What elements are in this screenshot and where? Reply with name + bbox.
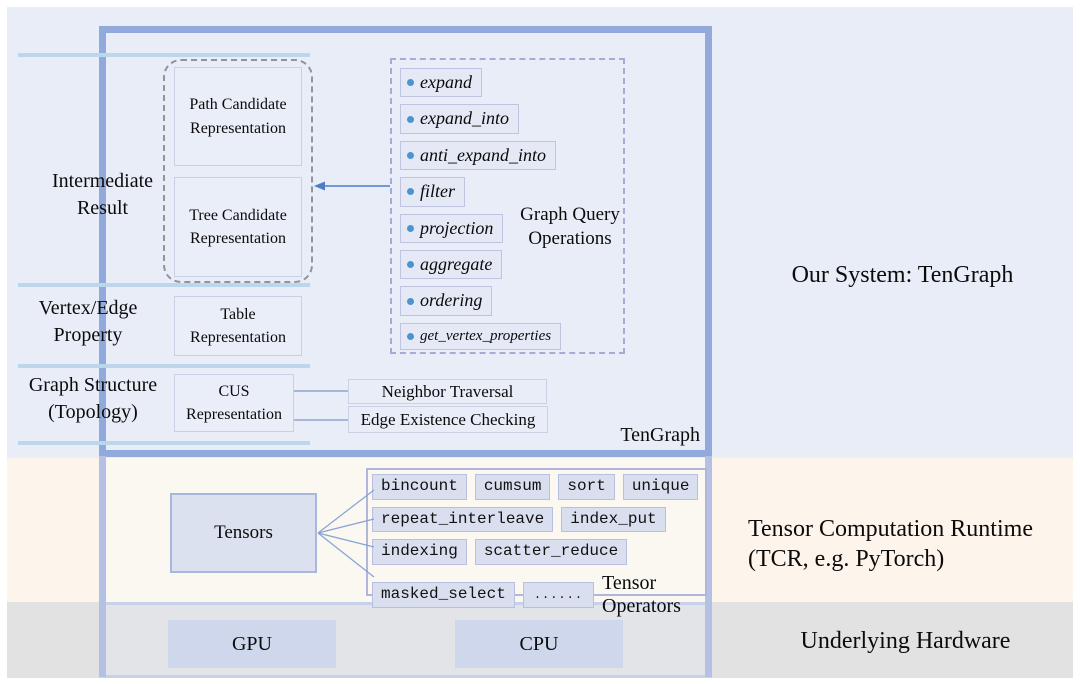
fan-lines: [317, 489, 375, 578]
row-label-graph-structure: Graph Structure (Topology): [28, 374, 158, 423]
op-sort: sort: [558, 474, 615, 500]
row-divider: [18, 53, 310, 57]
query-op-expand-into: expand_into: [400, 104, 519, 134]
left-border-strip: [99, 456, 106, 677]
tcr-layer-title: Tensor Computation Runtime (TCR, e.g. Py…: [748, 516, 1033, 572]
operator-row: masked_select ...... Tensor Operators: [372, 572, 704, 618]
cpu-box: CPU: [455, 620, 623, 668]
candidate-representations-group: [163, 59, 313, 283]
connector-lines: [294, 390, 348, 421]
op-bincount: bincount: [372, 474, 467, 500]
bullet-icon: [407, 297, 414, 305]
graph-query-operations-list: expand expand_into anti_expand_into filt…: [392, 60, 623, 351]
hardware-layer-title: Underlying Hardware: [800, 628, 1011, 654]
tensor-operators-rows: bincount cumsum sort unique repeat_inter…: [372, 474, 704, 618]
tensor-operators-label: Tensor Operators: [602, 571, 681, 617]
op-unique: unique: [622, 474, 699, 500]
bullet-icon: [407, 115, 414, 123]
query-op-filter: filter: [400, 177, 465, 207]
cus-representation-box: CUS Representation: [174, 374, 294, 432]
query-op-expand: expand: [400, 68, 482, 98]
graph-query-operations-group: [390, 58, 625, 354]
row-divider: [18, 364, 310, 368]
op-masked-select: masked_select: [372, 581, 515, 608]
edge-existence-checking-box: Edge Existence Checking: [348, 406, 548, 433]
bullet-icon: [407, 224, 414, 232]
graph-query-operations-title: Graph Query Operations: [520, 204, 620, 249]
op-index-put: index_put: [561, 506, 666, 533]
row-divider: [18, 441, 310, 445]
row-divider: [18, 283, 310, 287]
bullet-icon: [407, 332, 414, 340]
row-label-vertex-edge-property: Vertex/Edge Property: [38, 297, 138, 346]
bullet-icon: [407, 79, 414, 87]
query-op-aggregate: aggregate: [400, 249, 503, 280]
right-border-strip: [705, 456, 712, 677]
op-scatter-reduce: scatter_reduce: [474, 539, 628, 565]
system-layer-title: Our System: TenGraph: [791, 262, 1014, 288]
tengraph-box: [99, 26, 712, 457]
op-indexing: indexing: [372, 539, 467, 565]
operator-row: bincount cumsum sort unique: [372, 474, 704, 500]
row-label-intermediate-result: Intermediate Result: [51, 170, 154, 219]
query-op-get-vertex-properties: get_vertex_properties: [400, 322, 562, 351]
bullet-icon: [407, 188, 414, 196]
neighbor-traversal-box: Neighbor Traversal: [348, 379, 547, 404]
gpu-box: GPU: [168, 620, 336, 668]
path-candidate-representation-box: Path Candidate Representation: [174, 67, 302, 166]
arrow-icon: [314, 181, 390, 191]
table-representation-box: Table Representation: [174, 296, 302, 356]
tree-candidate-representation-box: Tree Candidate Representation: [174, 177, 302, 277]
query-op-anti-expand-into: anti_expand_into: [400, 140, 556, 171]
operator-row: indexing scatter_reduce: [372, 539, 704, 565]
query-op-ordering: ordering: [400, 286, 493, 316]
tengraph-box-label: TenGraph: [620, 424, 700, 446]
op-cumsum: cumsum: [474, 474, 551, 500]
bullet-icon: [407, 151, 414, 159]
bullet-icon: [407, 261, 414, 269]
query-op-projection: projection: [400, 213, 504, 243]
op-ellipsis: ......: [522, 581, 595, 608]
operator-row: repeat_interleave index_put: [372, 506, 704, 533]
op-repeat-interleave: repeat_interleave: [372, 506, 554, 533]
tensors-box: Tensors: [170, 493, 317, 573]
